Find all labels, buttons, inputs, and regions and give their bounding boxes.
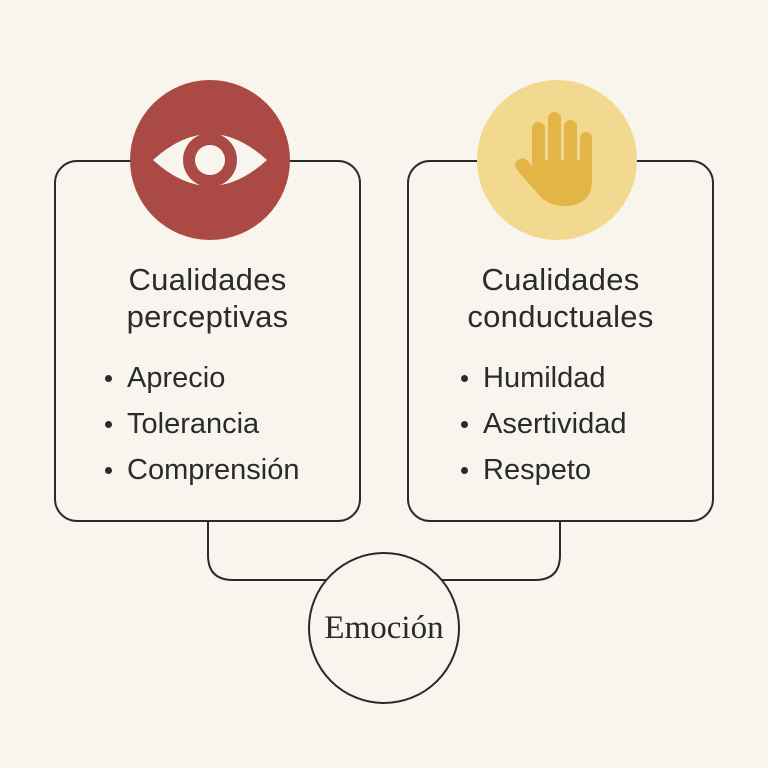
emotion-label: Emoción: [324, 609, 444, 646]
list-item: Aprecio: [105, 355, 299, 401]
list-item: Respeto: [461, 447, 626, 493]
list-item: Asertividad: [461, 401, 626, 447]
card-title: Cualidades conductuales: [408, 261, 713, 335]
hand-icon: [515, 112, 592, 206]
eye-icon-circle: [130, 80, 290, 240]
bullet-icon: [461, 421, 468, 428]
qualities-list: Humildad Asertividad Respeto: [461, 355, 626, 493]
card-title-line1: Cualidades: [481, 262, 640, 297]
list-item: Tolerancia: [105, 401, 299, 447]
bullet-icon: [461, 467, 468, 474]
eye-icon: [153, 133, 267, 187]
bullet-icon: [105, 421, 112, 428]
behavioral-qualities-card: Cualidades conductuales Humildad Asertiv…: [408, 161, 713, 521]
bullet-icon: [105, 467, 112, 474]
hand-icon-circle: [477, 80, 637, 240]
emotion-node: Emoción: [308, 552, 460, 704]
card-title-line1: Cualidades: [128, 262, 287, 297]
card-title-line2: conductuales: [467, 299, 654, 334]
list-item: Humildad: [461, 355, 626, 401]
card-title-line2: perceptivas: [126, 299, 289, 334]
card-title: Cualidades perceptivas: [55, 261, 360, 335]
bullet-icon: [461, 375, 468, 382]
perceptual-qualities-card: Cualidades perceptivas Aprecio Toleranci…: [55, 161, 360, 521]
list-item: Comprensión: [105, 447, 299, 493]
bullet-icon: [105, 375, 112, 382]
qualities-list: Aprecio Tolerancia Comprensión: [105, 355, 299, 493]
